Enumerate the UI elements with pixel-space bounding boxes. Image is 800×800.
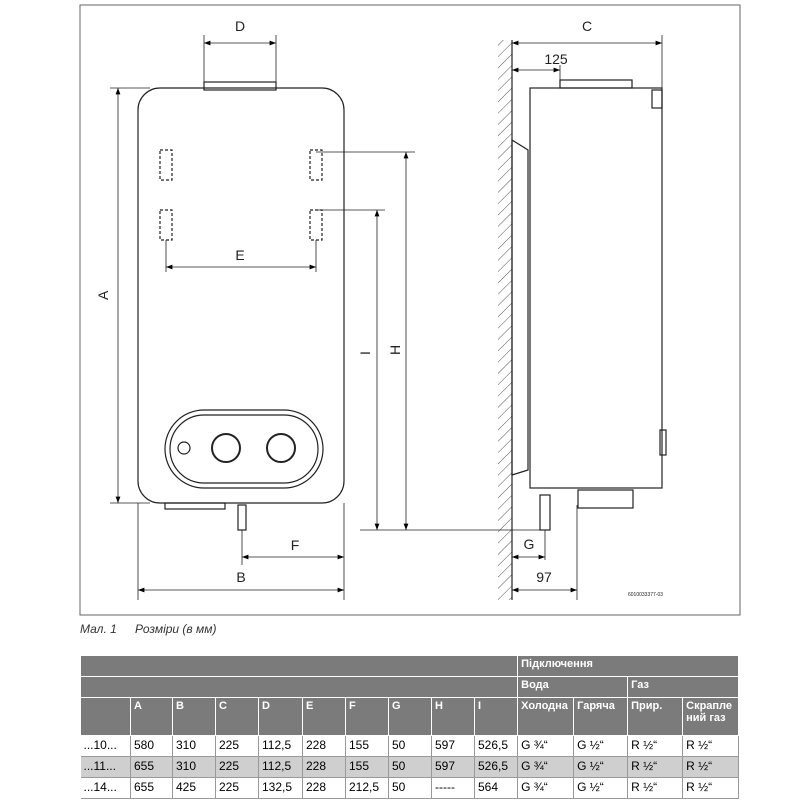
dim-label-f: F — [291, 537, 300, 553]
front-view — [137, 81, 345, 531]
table-cell: G ½“ — [573, 777, 629, 799]
col-header: Скрапле ний газ — [682, 697, 740, 736]
col-header — [80, 697, 131, 736]
table-cell: 526,5 — [474, 735, 519, 757]
table-cell: 132,5 — [258, 777, 303, 799]
table-cell: 425 — [172, 777, 216, 799]
table-cell: 564 — [474, 777, 519, 799]
table-cell: 580 — [130, 735, 173, 757]
table-cell: 310 — [172, 756, 216, 778]
table-cell: 112,5 — [258, 756, 303, 778]
table-cell: 597 — [431, 735, 475, 757]
table-cell: R ½“ — [627, 756, 684, 778]
table-cell: 225 — [215, 735, 259, 757]
table-cell: 212,5 — [345, 777, 389, 799]
table-cell: G ½“ — [573, 735, 629, 757]
dim-label-a: A — [95, 290, 111, 300]
dim-label-97: 97 — [536, 569, 552, 585]
table-cell: 655 — [130, 756, 173, 778]
dim-label-b: B — [236, 569, 245, 585]
table-cell: R ½“ — [682, 735, 740, 757]
table-cell: 526,5 — [474, 756, 519, 778]
table-cell: 50 — [388, 756, 432, 778]
table-cell: R ½“ — [682, 777, 740, 799]
table-cell: 228 — [302, 777, 346, 799]
dim-label-d: D — [235, 18, 245, 34]
table-cell: 228 — [302, 756, 346, 778]
table-cell: G ½“ — [573, 756, 629, 778]
caption-text: Розміри (в мм) — [135, 622, 217, 636]
table-cell: ----- — [431, 777, 475, 799]
table-cell: 597 — [431, 756, 475, 778]
table-cell: 155 — [345, 756, 389, 778]
col-header: Холодна — [517, 697, 575, 736]
table-cell: 112,5 — [258, 735, 303, 757]
col-header: Гаряча — [573, 697, 629, 736]
table-cell: ...10... — [80, 735, 131, 757]
caption-number: Мал. 1 — [80, 622, 117, 636]
side-view — [498, 40, 667, 600]
table-cell: 655 — [130, 777, 173, 799]
table-cell: 310 — [172, 735, 216, 757]
header-gas: Газ — [627, 676, 740, 698]
dim-label-h: H — [387, 345, 403, 355]
dim-label-e: E — [235, 247, 244, 263]
col-header: C — [215, 697, 259, 736]
col-header: Прир. — [627, 697, 684, 736]
dimension-lines — [110, 35, 663, 600]
table-cell: ...14... — [80, 777, 131, 799]
dim-label-125: 125 — [544, 51, 568, 67]
col-header: F — [345, 697, 389, 736]
table-cell: G ¾“ — [517, 756, 575, 778]
table-cell: G ¾“ — [517, 777, 575, 799]
dim-label-c: C — [582, 18, 592, 34]
image-id: 6010033377-03 — [628, 592, 663, 598]
dimension-drawing: D E A I H F B C 125 G 97 6010033377-03 — [79, 4, 741, 616]
col-header: G — [388, 697, 432, 736]
col-header: H — [431, 697, 475, 736]
table-cell: R ½“ — [627, 777, 684, 799]
table-cell: R ½“ — [627, 735, 684, 757]
table-cell: G ¾“ — [517, 735, 575, 757]
table-cell: 225 — [215, 777, 259, 799]
table-cell: R ½“ — [682, 756, 740, 778]
table-cell: 155 — [345, 735, 389, 757]
figure-frame — [79, 4, 741, 616]
header-water: Вода — [517, 676, 629, 698]
dim-label-i: I — [357, 351, 373, 355]
col-header: B — [172, 697, 216, 736]
table-cell: 50 — [388, 777, 432, 799]
table-cell: 228 — [302, 735, 346, 757]
col-header: I — [473, 697, 519, 736]
table-cell: 225 — [215, 756, 259, 778]
dim-label-g: G — [524, 536, 535, 552]
col-header: A — [130, 697, 173, 736]
header-connections: Підключення — [517, 655, 740, 677]
col-header: E — [302, 697, 346, 736]
table-cell: 50 — [388, 735, 432, 757]
table-cell: ...11... — [80, 756, 131, 778]
col-header: D — [258, 697, 303, 736]
